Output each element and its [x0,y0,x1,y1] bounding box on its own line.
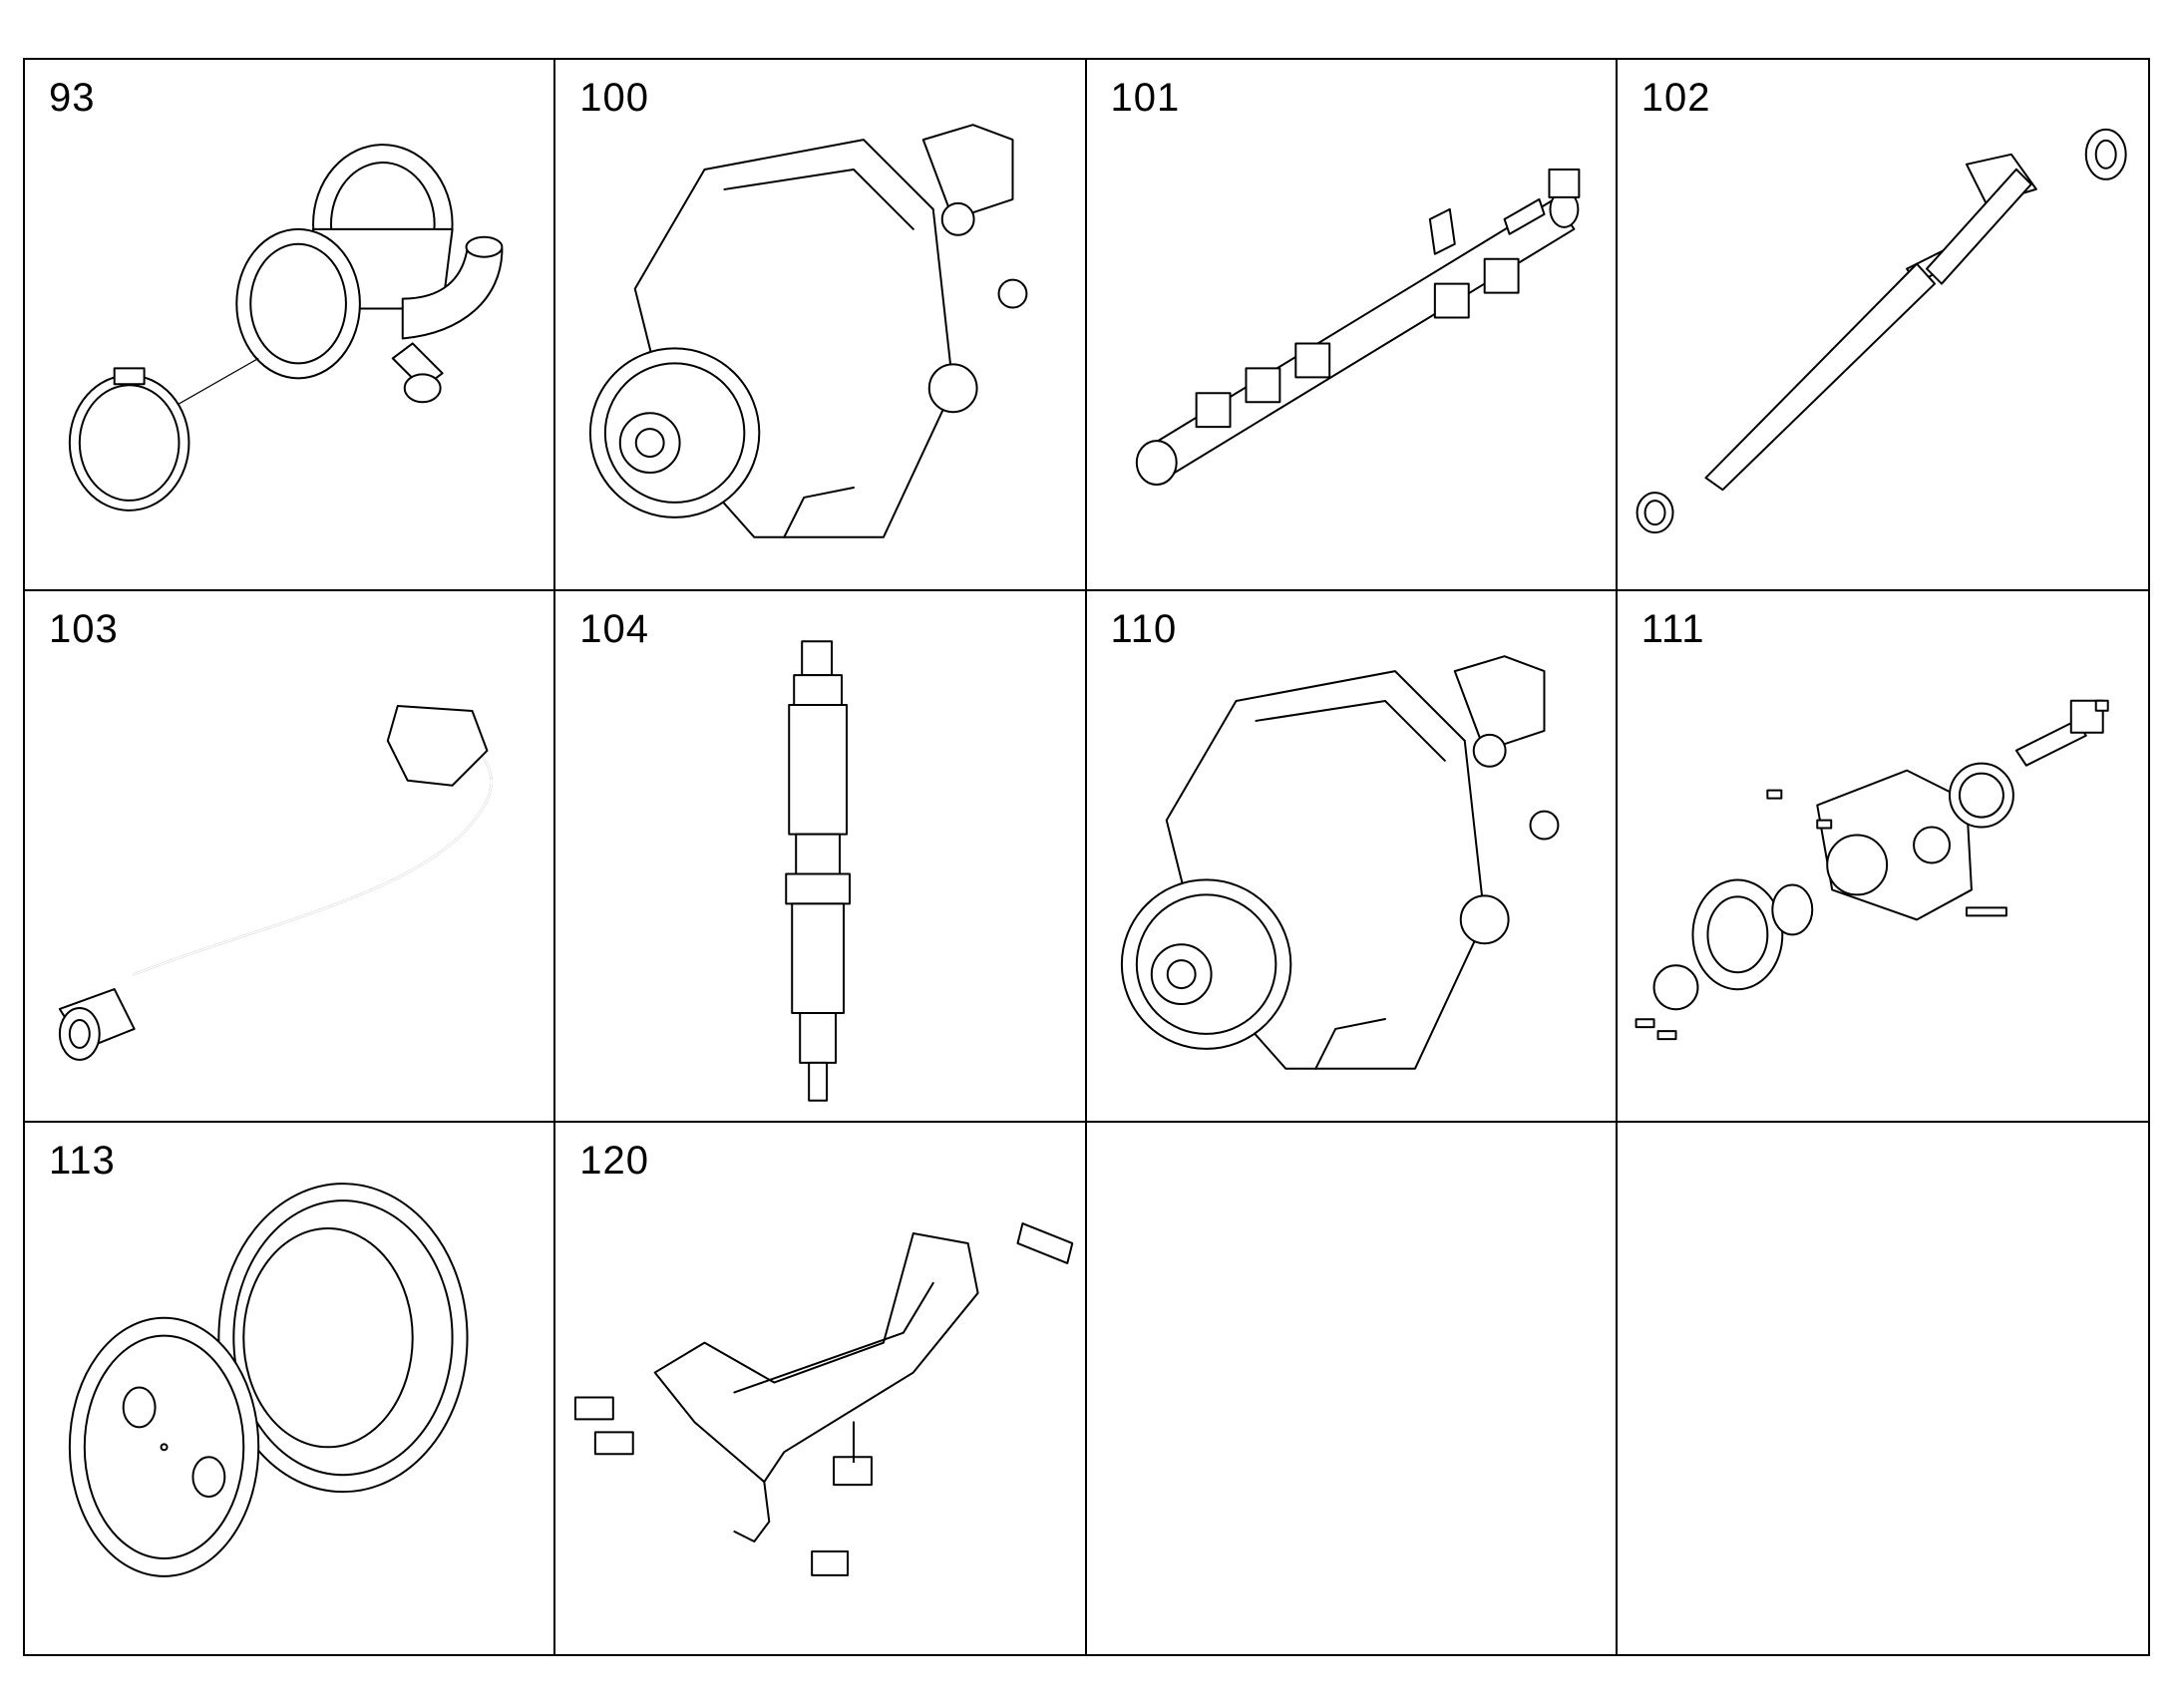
fuel-injector-icon [555,591,1084,1121]
part-number: 100 [579,76,649,120]
part-number: 93 [49,76,96,120]
gear-and-cover-disc-icon [25,1123,553,1654]
oil-pump-assembly-exploded-icon [1618,591,2148,1121]
empty-cell [1087,1123,1618,1654]
fuel-rail-icon [1087,60,1616,589]
part-number: 103 [49,607,119,651]
part-number: 110 [1110,607,1178,651]
bracket-with-clips-icon [555,1123,1084,1654]
part-number: 113 [49,1139,116,1183]
part-number: 104 [579,607,649,651]
part-cell-120[interactable]: 120 [555,1123,1087,1654]
part-number: 111 [1640,607,1705,651]
high-pressure-fuel-pump-icon [555,60,1084,589]
bent-fuel-line-icon [25,591,553,1121]
part-cell-104[interactable]: 104 [555,591,1087,1123]
part-number: 102 [1640,76,1711,120]
high-pressure-fuel-pump-icon [1087,591,1616,1121]
pressure-pipe-with-seal-icon [1618,60,2148,589]
part-number: 101 [1110,76,1181,120]
parts-grid: 93 100 [23,58,2150,1656]
part-cell-113[interactable]: 113 [25,1123,556,1654]
empty-cell [1618,1123,2148,1654]
part-cell-102[interactable]: 102 [1617,60,2148,591]
part-cell-100[interactable]: 100 [555,60,1087,591]
throttle-housing-with-clamp-icon [25,60,553,589]
part-cell-110[interactable]: 110 [1086,591,1618,1123]
part-cell-101[interactable]: 101 [1086,60,1618,591]
part-cell-111[interactable]: 111 [1617,591,2148,1123]
part-cell-103[interactable]: 103 [25,591,556,1123]
part-number: 120 [579,1139,649,1183]
part-cell-93[interactable]: 93 [25,60,556,591]
